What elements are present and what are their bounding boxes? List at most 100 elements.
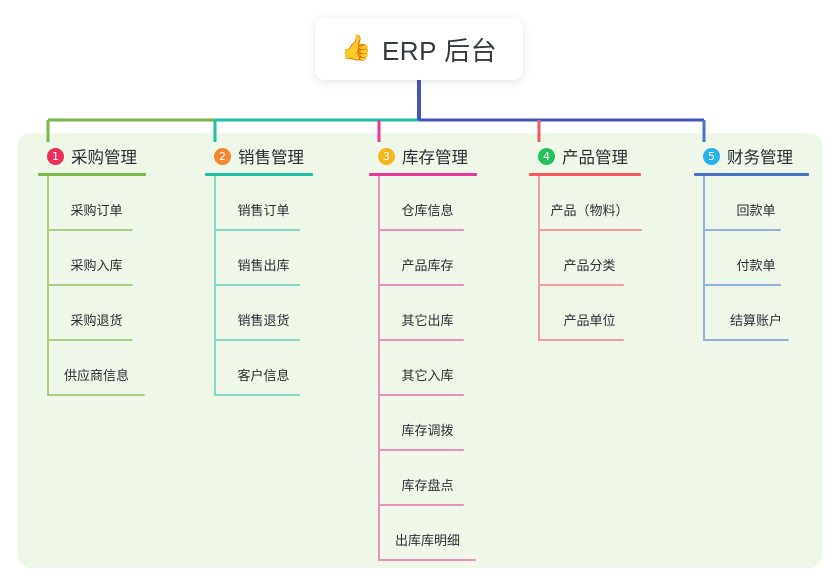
branch-header-rule [529, 173, 641, 176]
branch-title: 采购管理 [71, 149, 137, 167]
branch-items: 回款单付款单结算账户 [694, 176, 809, 341]
branch-item-rule [378, 284, 464, 286]
branch-header-3[interactable]: 3 库存管理 [369, 143, 477, 169]
branch-item-label: 客户信息 [237, 368, 290, 383]
branch-trunk-line [538, 176, 540, 341]
branch-item-rule [703, 339, 789, 341]
branch-header-2[interactable]: 2 销售管理 [205, 143, 313, 169]
branch-items: 仓库信息产品库存其它出库其它入库库存调拨库存盘点出库库明细 [369, 176, 477, 561]
branch-item-label: 销售订单 [237, 203, 290, 218]
branch-item[interactable]: 采购订单 [47, 176, 146, 231]
branch-item[interactable]: 库存调拨 [378, 396, 477, 451]
branch-item-label: 其它出库 [401, 313, 454, 328]
branch-item-rule [703, 284, 781, 286]
branch-item[interactable]: 客户信息 [214, 341, 313, 396]
branch-header-1[interactable]: 1 采购管理 [38, 143, 146, 169]
branch-trunk-line [47, 176, 49, 396]
thumbs-up-icon: 👍 [340, 33, 372, 62]
branch-number-badge: 5 [703, 147, 720, 165]
branch-item-rule [378, 229, 464, 231]
branch-item-label: 付款单 [736, 258, 776, 273]
branch-item[interactable]: 付款单 [703, 231, 809, 286]
branch-item-rule [538, 284, 624, 286]
branch-item-label: 采购订单 [70, 203, 123, 218]
branch-item[interactable]: 产品分类 [538, 231, 641, 286]
branch-number-badge: 2 [214, 147, 231, 165]
branch-item-rule [214, 284, 300, 286]
branch-item[interactable]: 出库库明细 [378, 506, 477, 561]
branch-number-badge: 3 [378, 147, 395, 165]
branch-item[interactable]: 采购退货 [47, 286, 146, 341]
branch-item-label: 仓库信息 [401, 203, 454, 218]
branch-item-rule [378, 504, 464, 506]
branch-items: 采购订单采购入库采购退货供应商信息 [38, 176, 146, 396]
branch-item-label: 销售出库 [237, 258, 290, 273]
branch-item-rule [214, 394, 300, 396]
branch-item-rule [378, 449, 464, 451]
diagram-background-panel [18, 133, 822, 568]
branch-item-rule [378, 339, 464, 341]
branch-header-rule [205, 173, 313, 176]
branch-item-rule [703, 229, 781, 231]
branch-item-label: 出库库明细 [394, 533, 460, 548]
branch-title: 财务管理 [727, 149, 793, 167]
branch-number-badge: 4 [538, 147, 555, 165]
branch-header-rule [694, 173, 809, 176]
branch-title: 库存管理 [402, 149, 468, 167]
branch-header-4[interactable]: 4 产品管理 [529, 143, 641, 169]
branch-item-rule [538, 229, 642, 231]
branch-item-rule [378, 559, 476, 561]
branch-item-label: 采购退货 [70, 313, 123, 328]
branch-item[interactable]: 产品单位 [538, 286, 641, 341]
branch-column-4: 4 产品管理产品（物料） 产品分类产品单位 [529, 143, 642, 341]
branch-trunk-line [378, 176, 380, 561]
branch-item-label: 产品单位 [563, 313, 616, 328]
branch-header-rule [38, 173, 146, 176]
branch-item[interactable]: 产品库存 [378, 231, 477, 286]
branch-items: 销售订单销售出库销售退货客户信息 [205, 176, 313, 396]
branch-item[interactable]: 仓库信息 [378, 176, 477, 231]
branch-item[interactable]: 供应商信息 [47, 341, 146, 396]
branch-item-rule [538, 339, 624, 341]
branch-trunk-line [214, 176, 216, 396]
branch-item-label: 库存盘点 [401, 478, 454, 493]
root-node-erp-backend[interactable]: 👍 ERP 后台 [315, 18, 523, 80]
branch-item-rule [378, 394, 464, 396]
branch-item[interactable]: 销售退货 [214, 286, 313, 341]
branch-item[interactable]: 采购入库 [47, 231, 146, 286]
branch-header-5[interactable]: 5 财务管理 [694, 143, 809, 169]
branch-item-rule [47, 229, 133, 231]
branch-item[interactable]: 回款单 [703, 176, 809, 231]
branch-header-rule [369, 173, 477, 176]
branch-item[interactable]: 库存盘点 [378, 451, 477, 506]
branch-item-rule [47, 339, 133, 341]
branch-item-label: 产品分类 [563, 258, 616, 273]
branch-item-rule [214, 339, 300, 341]
branch-item-label: 采购入库 [70, 258, 123, 273]
branch-title: 销售管理 [238, 149, 304, 167]
branch-item[interactable]: 其它入库 [378, 341, 477, 396]
branch-item-label: 库存调拨 [401, 423, 454, 438]
branch-item-label: 回款单 [736, 203, 776, 218]
branch-item[interactable]: 销售出库 [214, 231, 313, 286]
branch-item-label: 结算账户 [729, 313, 782, 328]
branch-item-label: 产品（物料） [550, 203, 629, 218]
branch-item[interactable]: 结算账户 [703, 286, 809, 341]
branch-item[interactable]: 其它出库 [378, 286, 477, 341]
branch-item-label: 其它入库 [401, 368, 454, 383]
branch-number-badge: 1 [47, 147, 64, 165]
branch-item[interactable]: 销售订单 [214, 176, 313, 231]
root-node-title: ERP 后台 [381, 35, 498, 66]
branch-item-label: 产品库存 [401, 258, 454, 273]
branch-item-label: 供应商信息 [63, 368, 129, 383]
branch-title: 产品管理 [562, 149, 628, 167]
branch-items: 产品（物料） 产品分类产品单位 [529, 176, 642, 341]
branch-item-rule [47, 284, 133, 286]
branch-trunk-line [703, 176, 705, 341]
branch-item-rule [47, 394, 145, 396]
branch-column-1: 1 采购管理采购订单采购入库采购退货供应商信息 [38, 143, 146, 396]
branch-item[interactable]: 产品（物料） [538, 176, 642, 231]
branch-item-rule [214, 229, 300, 231]
